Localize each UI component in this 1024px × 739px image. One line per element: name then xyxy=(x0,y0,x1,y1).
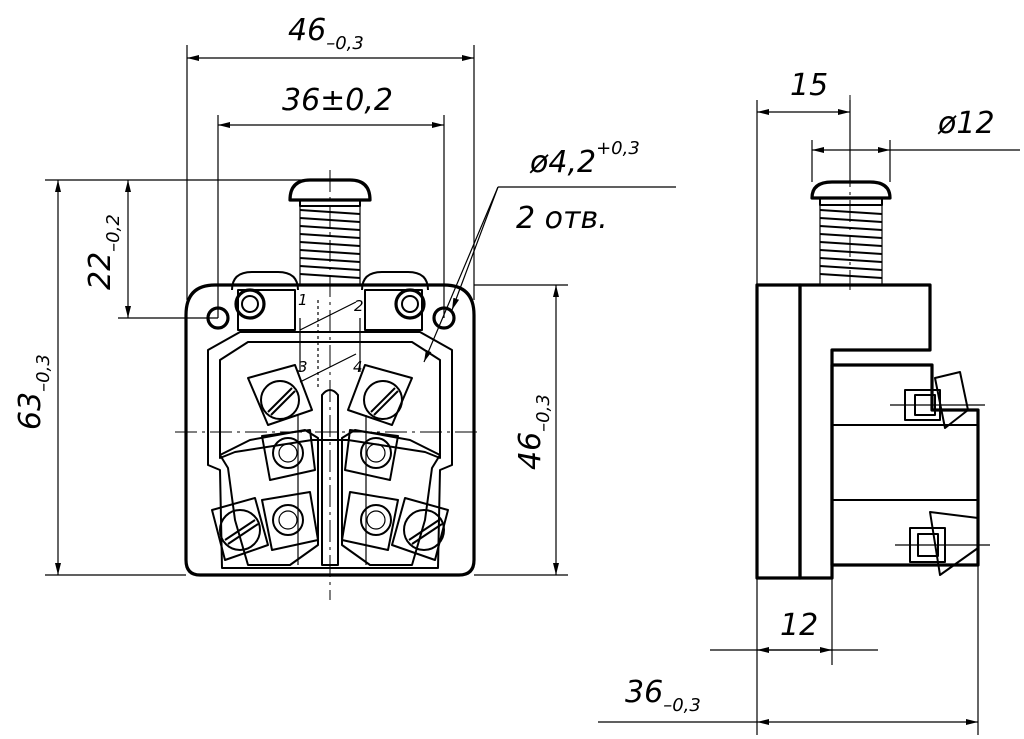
left-upper-nut xyxy=(261,429,316,481)
top-left-nut xyxy=(234,288,266,320)
left-lower-nut xyxy=(261,491,319,551)
terminal-label-4: 4 xyxy=(353,358,363,376)
dim-total-depth-value: 36–0,3 xyxy=(625,675,701,716)
left-lower-screw-block xyxy=(211,497,269,561)
side-terminal-upper xyxy=(890,371,985,429)
center-slot xyxy=(321,389,339,566)
dim-hole-diameter-value: ø4,2+0,3 xyxy=(529,138,640,180)
left-terminal-arm xyxy=(219,429,319,566)
top-mounting-region xyxy=(231,271,429,331)
side-flange xyxy=(755,283,802,580)
dim-hole-count-value: 2 отв. xyxy=(516,201,608,236)
side-housing-rear xyxy=(830,363,980,567)
terminal-label-2: 2 xyxy=(354,297,364,315)
right-lower-screw-block xyxy=(391,497,449,561)
dim-body-height-value: 46–0,3 xyxy=(513,394,554,470)
terminal-4-screw-block xyxy=(347,364,413,426)
side-housing xyxy=(798,283,932,580)
side-view: 15 ø12 12 36–0,3 xyxy=(598,68,1020,735)
terminal-3-screw-block xyxy=(247,364,313,426)
dim-overall-width-value: 46–0,3 xyxy=(288,13,364,54)
right-upper-nut xyxy=(344,429,399,481)
side-terminal-lower xyxy=(895,511,990,576)
dim-button-to-holes-value: 22–0,2 xyxy=(83,214,124,290)
dim-button-offset-value: 15 xyxy=(790,68,828,103)
top-right-nut xyxy=(394,288,426,320)
body-inner-contour xyxy=(207,331,453,569)
side-push-button xyxy=(810,180,892,285)
dim-flange-thickness-value: 12 xyxy=(780,608,818,643)
right-lower-nut xyxy=(341,491,399,551)
dim-hole-spacing-value: 36±0,2 xyxy=(282,83,393,118)
hole-leader-to-right-hole xyxy=(423,186,499,363)
right-terminal-arm xyxy=(341,429,441,566)
push-button xyxy=(288,178,372,285)
switch-body-outline xyxy=(184,283,476,577)
contact-schematic xyxy=(299,300,361,388)
dim-button-diameter-value: ø12 xyxy=(937,106,995,141)
spring-coils xyxy=(299,206,361,285)
dim-overall-height-value: 63–0,3 xyxy=(13,354,54,430)
front-view: 1 2 3 4 46–0,3 36±0,2 63–0,3 22–0,2 46–0… xyxy=(13,13,676,600)
terminal-label-1: 1 xyxy=(298,291,308,309)
terminal-label-3: 3 xyxy=(298,358,308,376)
hole-leader-to-left-hole xyxy=(451,186,499,311)
